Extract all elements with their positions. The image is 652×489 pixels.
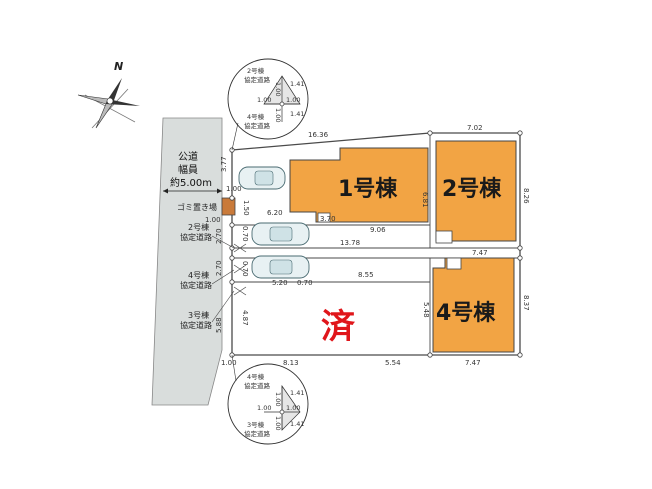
road-label-3: 約5.00m bbox=[170, 176, 212, 189]
sold-mark: 済 bbox=[321, 307, 356, 347]
inset-bottom-d5: 1.00 bbox=[274, 416, 282, 430]
inset-bottom-road4-b: 協定道路 bbox=[244, 381, 271, 390]
building-4-porch bbox=[446, 257, 462, 270]
inset-top-d5: 1.00 bbox=[274, 108, 282, 122]
inset-top-d4: 1.00 bbox=[286, 96, 300, 104]
inset-bottom-d2: 1.00 bbox=[274, 392, 282, 406]
dim-road-747a: 7.47 bbox=[472, 249, 488, 257]
corner-markers bbox=[229, 130, 523, 358]
road-label-1: 公道 bbox=[178, 150, 198, 163]
building-2-porch bbox=[435, 230, 453, 244]
dim-left-070a: 0.70 bbox=[241, 226, 249, 242]
inset-bottom-road3-b: 協定道路 bbox=[244, 429, 271, 438]
inset-bottom-drawing bbox=[264, 384, 301, 431]
compass-icon bbox=[77, 78, 140, 129]
inset-bottom-d6: 1.41 bbox=[290, 420, 304, 428]
dim-bot-100: 1.00 bbox=[221, 359, 237, 367]
road4-pointer bbox=[211, 269, 235, 285]
dim-left-100a: 1.00 bbox=[226, 185, 242, 193]
inset-bottom-d3: 1.00 bbox=[257, 404, 271, 412]
garbage-label: ゴミ置き場 bbox=[177, 202, 217, 212]
road2-label-a: 2号棟 bbox=[188, 222, 209, 232]
dim-left-top: 3.77 bbox=[220, 156, 228, 172]
building-4-label: 4号棟 bbox=[436, 300, 496, 326]
road3-pointer bbox=[211, 290, 235, 323]
dim-left-270a: 2.70 bbox=[215, 228, 223, 244]
building-4 bbox=[432, 257, 515, 353]
inset-top-d1: 1.41 bbox=[290, 80, 304, 88]
car-icon-2 bbox=[251, 222, 310, 246]
car-icon-3 bbox=[251, 255, 310, 279]
inset-top-pointer bbox=[231, 122, 239, 151]
inset-top-d6: 1.41 bbox=[290, 110, 304, 118]
dim-left-520: 5.20 bbox=[272, 279, 288, 287]
dim-left-270b: 2.70 bbox=[215, 260, 223, 276]
inset-top-d3: 1.00 bbox=[257, 96, 271, 104]
road2-pointer bbox=[211, 235, 235, 249]
road4-label-a: 4号棟 bbox=[188, 270, 209, 280]
dim-top-2: 7.02 bbox=[467, 124, 483, 132]
dim-b1-width: 6.20 bbox=[267, 209, 283, 217]
dim-mid-906: 9.06 bbox=[370, 226, 386, 234]
dim-b1-depth: 6.81 bbox=[421, 192, 429, 208]
inset-top-road4-a: 4号棟 bbox=[247, 112, 265, 121]
site-boundary bbox=[231, 132, 521, 356]
building-1-label: 1号棟 bbox=[338, 176, 398, 202]
inset-bottom-road3-a: 3号棟 bbox=[247, 420, 265, 429]
road3-label-b: 協定道路 bbox=[180, 320, 212, 330]
inset-top-drawing bbox=[263, 75, 301, 122]
dim-left-487: 4.87 bbox=[241, 310, 249, 326]
dim-road-1378: 13.78 bbox=[340, 239, 360, 247]
road4-label-b: 協定道路 bbox=[180, 280, 212, 290]
dim-left-100b: 1.00 bbox=[205, 216, 221, 224]
dim-gap-370: 3.70 bbox=[320, 215, 336, 223]
inset-bottom-road4-a: 4号棟 bbox=[247, 372, 265, 381]
dim-left-588: 5.88 bbox=[215, 317, 223, 333]
inset-top-road4-b: 協定道路 bbox=[244, 121, 271, 130]
building-2-label: 2号棟 bbox=[442, 176, 502, 202]
road-arrow-right bbox=[217, 188, 222, 194]
public-road bbox=[151, 117, 223, 406]
dim-left-150: 1.50 bbox=[242, 200, 250, 216]
road3-label-a: 3号棟 bbox=[188, 310, 209, 320]
inset-top-road2-a: 2号棟 bbox=[247, 66, 265, 75]
road2-label-b: 協定道路 bbox=[180, 232, 212, 242]
inset-bottom-pointer bbox=[231, 354, 237, 382]
dim-bot-813: 8.13 bbox=[283, 359, 299, 367]
road-arrow-left bbox=[163, 188, 168, 194]
dim-bot-747: 7.47 bbox=[465, 359, 481, 367]
inset-top-d2: 1.00 bbox=[274, 82, 282, 96]
inset-top-road2-b: 協定道路 bbox=[244, 75, 271, 84]
inset-bottom-d1: 1.41 bbox=[290, 389, 304, 397]
building-1-porch bbox=[317, 212, 331, 223]
dim-lot4-depth: 5.48 bbox=[422, 302, 430, 318]
agreement-road-markers bbox=[233, 243, 247, 296]
dim-road-855: 8.55 bbox=[358, 271, 374, 279]
dim-bot-554: 5.54 bbox=[385, 359, 401, 367]
inset-bottom-d4: 1.00 bbox=[286, 404, 300, 412]
building-1 bbox=[289, 147, 429, 223]
dim-left-070b: 0.70 bbox=[241, 261, 249, 277]
dim-top-1: 16.36 bbox=[308, 131, 329, 139]
dim-lot2-right: 8.26 bbox=[522, 188, 530, 204]
road-label-2: 幅員 bbox=[178, 163, 198, 176]
garbage-station bbox=[221, 197, 236, 216]
car-icon-1 bbox=[238, 166, 286, 190]
north-label: N bbox=[114, 60, 123, 73]
dim-lot4-right: 8.37 bbox=[522, 295, 530, 311]
dim-left-070c: 0.70 bbox=[297, 279, 313, 287]
building-2 bbox=[435, 140, 517, 242]
